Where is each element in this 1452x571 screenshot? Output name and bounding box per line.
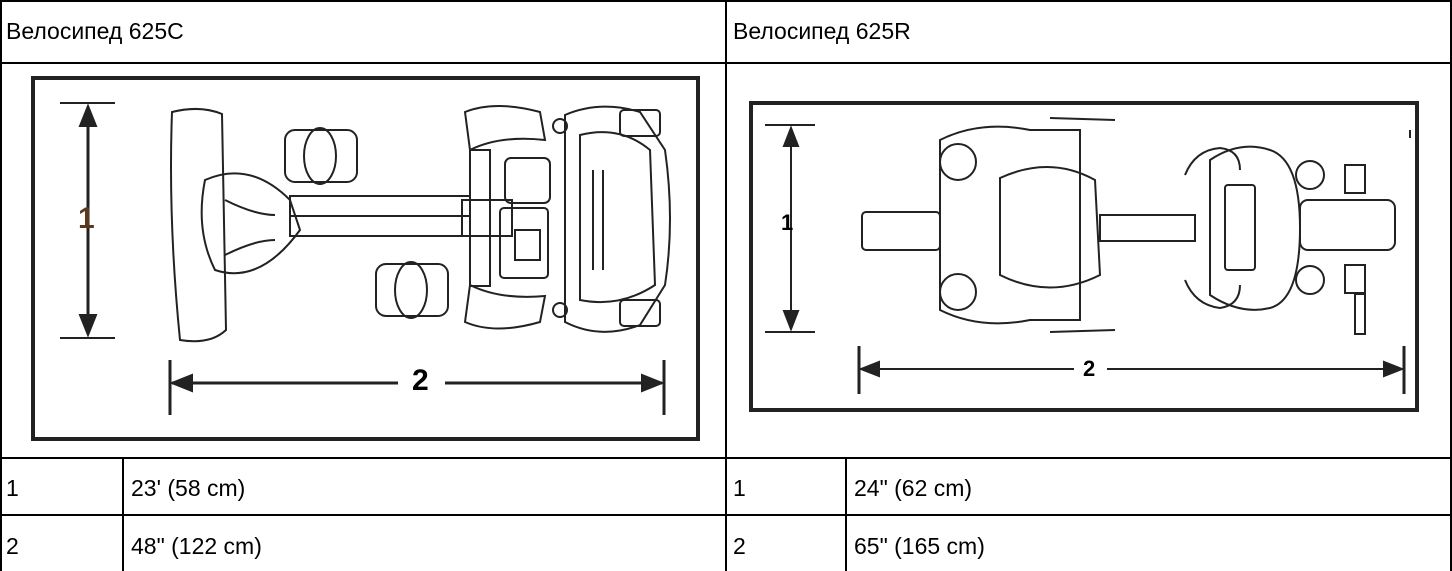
callout-2-625c: 2 bbox=[412, 364, 429, 397]
row-1-num-625r: 1 bbox=[733, 475, 746, 501]
callout-2-625r: 2 bbox=[1083, 356, 1096, 381]
table-border-right bbox=[1450, 0, 1452, 571]
header-625r: Велосипед 625R bbox=[733, 18, 911, 44]
table-divider-right-num bbox=[845, 457, 847, 571]
callout-1-625r: 1 bbox=[781, 210, 794, 235]
row-2-num-625r: 2 bbox=[733, 533, 746, 559]
row-2-value-625r: 65" (165 cm) bbox=[854, 533, 985, 559]
callout-1-625c: 1 bbox=[78, 202, 95, 235]
row-1-value-625r: 24" (62 cm) bbox=[854, 475, 973, 501]
row-2-num-625c: 2 bbox=[6, 533, 19, 559]
row-2-value-625c: 48" (122 cm) bbox=[131, 533, 262, 559]
diagram-625r-frame bbox=[749, 101, 1419, 412]
row-1-num-625c: 1 bbox=[6, 475, 19, 501]
table-border-left bbox=[0, 0, 2, 571]
table-divider-center bbox=[725, 0, 727, 571]
table-divider-left-num bbox=[122, 457, 124, 571]
diagram-625c-frame bbox=[31, 76, 700, 441]
row-1-value-625c: 23' (58 cm) bbox=[131, 475, 246, 501]
header-625c: Велосипед 625C bbox=[6, 18, 184, 44]
